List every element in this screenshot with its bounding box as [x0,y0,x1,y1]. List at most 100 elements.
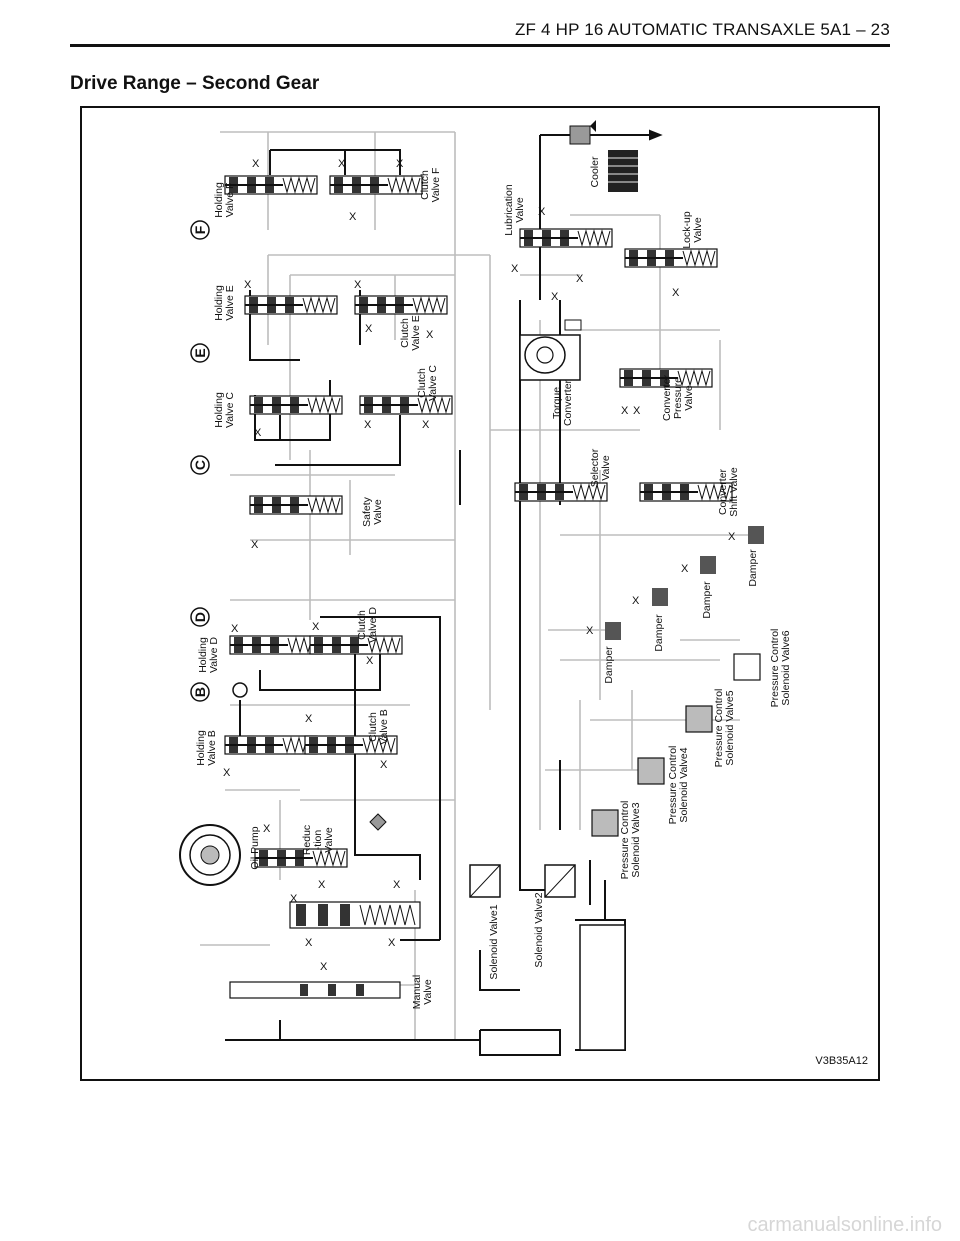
label-pcsv5: Pressure Control [713,689,725,768]
solenoid-symbols [232,120,764,898]
svg-text:X: X [576,273,584,285]
svg-text:Pressure ControlSolenoid Valve: Pressure ControlSolenoid Valve4 [667,746,690,825]
svg-text:X: X [252,158,260,170]
label-clutch-valve-e: Clutch [399,318,411,348]
svg-text:Lock-upValve: Lock-upValve [681,211,704,249]
label-clutch-valve-d: Clutch [356,610,368,640]
label-solenoid-valve-2: Solenoid Valve2 [533,892,545,967]
label-pcsv4: Pressure Control [667,746,679,825]
svg-text:ManualValve: ManualValve [411,975,434,1009]
label-holding-valve-c: Holding [213,392,225,428]
svg-text:X: X [538,206,546,218]
svg-text:X: X [728,531,736,543]
svg-text:X: X [318,879,326,891]
port-d: D [192,612,208,622]
svg-text:Reduc-tionValve: Reduc-tionValve [301,825,335,855]
svg-text:X: X [263,823,271,835]
svg-text:HoldingValve B: HoldingValve B [195,730,218,766]
svg-text:LubricationValve: LubricationValve [503,184,526,236]
svg-text:Cooler: Cooler [589,156,601,187]
svg-text:X: X [393,879,401,891]
label-clutch-valve-f: Clutch [419,170,431,200]
label-damper-4: Damper [747,549,759,587]
svg-text:X: X [681,563,689,575]
oil-passages [200,131,760,1041]
page-title: Drive Range – Second Gear [70,73,320,94]
label-selector-valve: Selector [589,448,601,487]
label-converter-pressure-valve: Converter [661,374,673,421]
svg-text:X: X [312,621,320,633]
svg-text:HoldingValve D: HoldingValve D [197,637,220,673]
label-holding-valve-d: Holding [197,637,209,673]
header-rule [70,44,890,47]
svg-text:X: X [320,961,328,973]
running-header: ZF 4 HP 16 AUTOMATIC TRANSAXLE 5A1 – 23 [514,20,890,39]
svg-text:X: X [354,279,362,291]
svg-text:X: X [586,625,594,637]
diagram-frame [80,106,880,1081]
svg-text:X: X [426,329,434,341]
svg-text:X: X [365,323,373,335]
svg-text:X: X [231,623,239,635]
svg-text:X: X [305,937,313,949]
svg-text:X: X [388,937,396,949]
label-solenoid-valve-1: Solenoid Valve1 [488,904,500,979]
svg-text:ClutchValve E: ClutchValve E [399,315,422,350]
label-holding-valve-e: Holding [213,285,225,321]
svg-text:ClutchValve F: ClutchValve F [419,168,442,203]
label-clutch-valve-c: Clutch [416,368,428,398]
svg-text:Oil Pump: Oil Pump [249,826,261,869]
svg-text:X: X [633,405,641,417]
svg-text:Damper: Damper [603,646,615,684]
label-clutch-valve-b: Clutch [367,712,379,742]
port-e: E [192,348,208,357]
label-manual-valve: Manual [411,975,423,1009]
label-holding-valve-b: Holding [195,730,207,766]
label-safety-valve: Safety [361,496,373,527]
svg-text:ClutchValve C: ClutchValve C [416,365,439,401]
svg-text:X: X [396,158,404,170]
svg-text:Solenoid Valve1: Solenoid Valve1 [488,904,500,979]
svg-text:Damper: Damper [701,581,713,619]
svg-text:X: X [251,539,259,551]
svg-text:Damper: Damper [747,549,759,587]
label-oil-pump: Oil Pump [249,826,261,869]
label-cooler: Cooler [589,156,601,187]
svg-text:ClutchValve B: ClutchValve B [367,709,390,744]
svg-text:TorqueConverter: TorqueConverter [551,379,574,426]
port-b: B [192,687,208,697]
svg-text:X: X [632,595,640,607]
svg-text:Pressure ControlSolenoid Valve: Pressure ControlSolenoid Valve6 [769,629,792,708]
label-lubrication-valve: Lubrication [503,184,515,236]
label-pcsv6: Pressure Control [769,629,781,708]
major-components [179,125,638,1051]
svg-text:X: X [551,291,559,303]
svg-text:X: X [621,405,629,417]
label-reduction-valve: Reduc [301,825,313,855]
label-damper-3: Damper [701,581,713,619]
svg-text:X: X [672,287,680,299]
figure-code: V3B35A12 [815,1055,868,1067]
svg-text:X: X [254,427,262,439]
svg-text:Pressure ControlSolenoid Valve: Pressure ControlSolenoid Valve5 [713,689,736,768]
svg-text:X: X [223,767,231,779]
svg-text:X: X [244,279,252,291]
svg-text:SafetyValve: SafetyValve [361,496,384,527]
svg-text:ClutchValve D: ClutchValve D [356,607,379,643]
svg-text:X: X [380,759,388,771]
label-damper-1: Damper [603,646,615,684]
svg-text:X: X [366,655,374,667]
svg-text:Damper: Damper [653,614,665,652]
component-labels: HoldingValve F ClutchValve F HoldingValv… [195,156,792,1009]
label-lock-up-valve: Lock-up [681,211,693,249]
svg-text:X: X [422,419,430,431]
port-c: C [192,460,208,470]
pressure-ports: F E C D B [190,220,210,702]
svg-text:HoldingValve F: HoldingValve F [213,182,236,218]
label-damper-2: Damper [653,614,665,652]
svg-text:SelectorValve: SelectorValve [589,448,612,487]
svg-text:Solenoid Valve2: Solenoid Valve2 [533,892,545,967]
label-pcsv3: Pressure Control [619,801,631,880]
